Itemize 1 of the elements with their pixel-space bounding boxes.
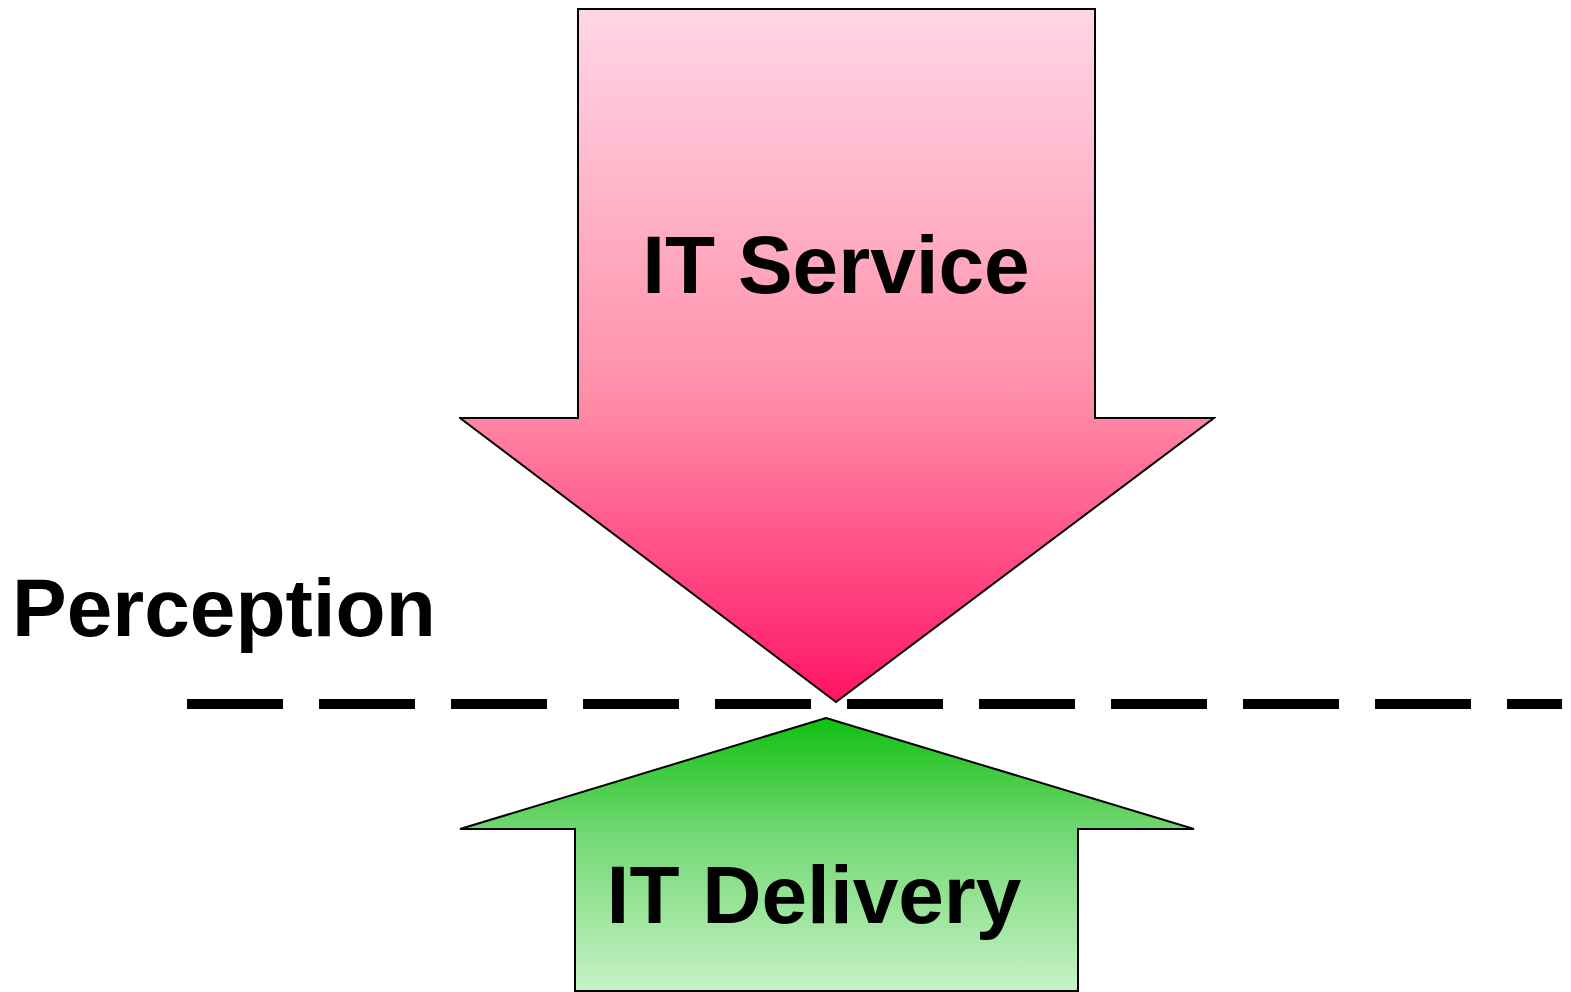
- arrow-label: IT Service: [642, 224, 1030, 306]
